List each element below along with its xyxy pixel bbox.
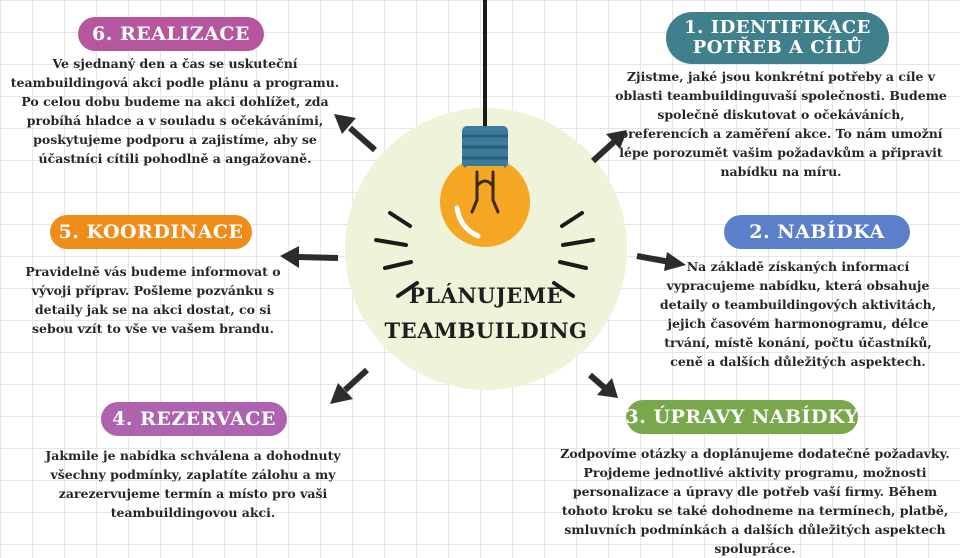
arrow-to-step-6 (334, 114, 377, 153)
step-1-title-line-1: 1. IDENTIFIKACE (684, 17, 871, 38)
diagram-graphics (280, 0, 686, 404)
light-bulb-icon (440, 126, 530, 247)
step-1-description: Zjistme, jaké jsou konkrétní potřeby a c… (615, 69, 947, 179)
step-2-title: 2. NABÍDKA (724, 215, 910, 249)
arrow-to-step-3 (588, 372, 618, 398)
step-6-description: Ve sjednaný den a čas se uskuteční teamb… (10, 56, 340, 166)
step-2-description: Na základě získaných informací vypracuje… (659, 259, 937, 369)
step-1-title-line-2: POTŘEB A CÍLŮ (692, 37, 863, 58)
arrow-to-step-1 (590, 130, 627, 164)
step-1-title: 1. IDENTIFIKACE POTŘEB A CÍLŮ (666, 12, 889, 64)
center-title-line-2: TEAMBUILDING (384, 318, 588, 343)
light-rays (374, 211, 595, 298)
arrow-to-step-5 (280, 246, 339, 268)
step-4-title: 4. REZERVACE (101, 402, 287, 436)
arrow-to-step-4 (330, 367, 370, 404)
step-3-description: Zodpovíme otázky a doplánujeme dodatečné… (560, 446, 950, 556)
step-4-description: Jakmile je nabídka schválena a dohodnuty… (45, 448, 341, 520)
arrow-to-step-2 (636, 252, 686, 271)
center-title-line-1: PLÁNUJEME (408, 283, 564, 308)
step-5-description: Pravidelně vás budeme informovat o vývoj… (25, 264, 281, 336)
step-6-title: 6. REALIZACE (78, 17, 264, 51)
step-5-title: 5. KOORDINACE (50, 215, 252, 249)
step-3-title: 3. ÚPRAVY NABÍDKY (626, 400, 858, 434)
